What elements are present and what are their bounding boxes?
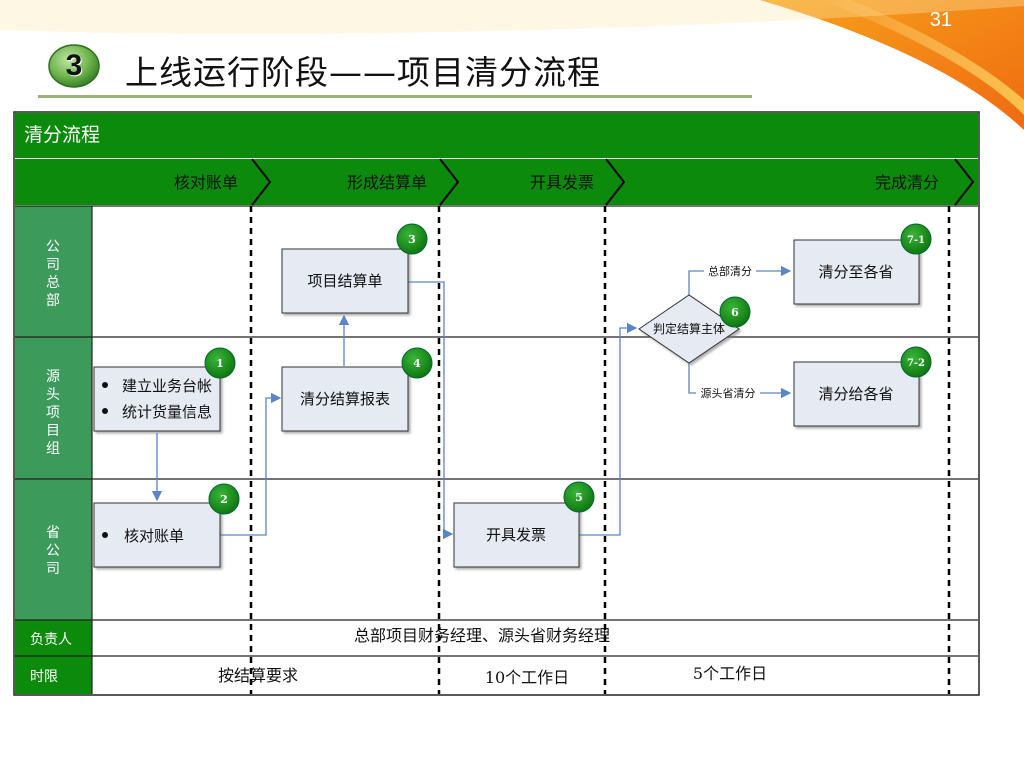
swimlane-diagram: 清分流程 核对账单 形成结算单 开具发票 完成清分 公 司 总 部 源 头 项 …	[13, 111, 980, 696]
owner-text: 总部项目财务经理、源头省财务经理	[354, 626, 610, 645]
box-5-label: 开具发票	[486, 526, 546, 544]
box-3	[281, 248, 409, 314]
step-badge-4	[401, 347, 433, 379]
connector-5-6	[579, 322, 638, 536]
lane-hq-char: 公	[46, 239, 60, 255]
box-1-item-1: 建立业务台帐	[122, 377, 212, 395]
page-number: 31	[929, 9, 952, 31]
box-4	[281, 366, 409, 432]
phase-chevron-2	[439, 158, 460, 206]
branch-label-source: 源头省清分	[701, 386, 756, 400]
process-box-shapes	[93, 239, 920, 568]
phase-label-1: 核对账单	[174, 173, 238, 192]
lane-hq-char: 司	[46, 257, 60, 273]
box-4-label: 清分结算报表	[300, 390, 390, 408]
phase-chevron-3	[605, 158, 626, 206]
bullet-dot	[102, 382, 108, 388]
deadline-1: 按结算要求	[218, 666, 298, 685]
badge-7-2-num: 7-2	[907, 358, 925, 369]
box-1-item-2: 统计货量信息	[122, 403, 212, 421]
bullet-dot	[102, 408, 108, 414]
step-badge-7-1	[900, 223, 932, 255]
badge-4-num: 4	[413, 357, 421, 370]
section-number: 3	[65, 49, 83, 82]
lane-label-source-team: 源 头 项 目 组	[46, 369, 60, 457]
badge-3-num: 3	[408, 233, 416, 246]
step-badge-1	[204, 347, 236, 379]
box-3-label: 项目结算单	[307, 272, 382, 290]
title-rule	[38, 95, 752, 98]
phase-label-4: 完成清分	[875, 173, 939, 192]
step-badge-6	[719, 296, 751, 328]
section-badge-shape	[48, 44, 100, 88]
lane-label-column	[15, 206, 92, 620]
lane-separators	[15, 205, 978, 694]
badge-7-1-num: 7-1	[907, 235, 925, 246]
badge-6-num: 6	[731, 306, 739, 319]
lane-prov-char: 公	[46, 543, 60, 559]
phase-chevron-4	[954, 158, 975, 206]
branch-label-bg	[704, 263, 756, 279]
lane-prov-char: 省	[46, 525, 60, 541]
badge-5-num: 5	[575, 491, 583, 504]
lane-src-char: 项	[46, 405, 60, 421]
lane-src-char: 组	[46, 441, 60, 457]
lane-src-char: 头	[46, 387, 60, 403]
connector-3-5	[408, 281, 454, 540]
bullet-dot	[102, 532, 108, 538]
phase-chevrons	[251, 158, 975, 206]
owner-label: 负责人	[30, 632, 72, 648]
box-7-2	[793, 361, 920, 427]
step-badge-7-2	[900, 346, 932, 378]
box-7-2-label: 清分给各省	[818, 385, 893, 403]
box-2-item: 核对账单	[124, 527, 184, 545]
header-band	[15, 113, 978, 158]
badge-2-num: 2	[220, 493, 228, 506]
deadline-label: 时限	[30, 669, 58, 685]
diagram-header-title: 清分流程	[24, 124, 100, 146]
phase-label-2: 形成结算单	[347, 173, 427, 192]
step-badge-2	[208, 483, 240, 515]
footer-label-column	[15, 620, 92, 694]
step-badge-3	[396, 223, 428, 255]
lane-label-province: 省 公 司	[46, 525, 60, 577]
phase-dividers	[249, 206, 951, 694]
phase-band	[15, 159, 978, 205]
lane-hq-char: 部	[46, 293, 60, 309]
box-5	[453, 502, 580, 568]
box-2	[93, 502, 221, 568]
phase-chevron-1	[251, 158, 272, 206]
branch-label-hq: 总部清分	[708, 264, 752, 278]
branch-label-bg	[696, 385, 760, 401]
step-badge-numbers: 1 2 3 4 5 6 7-1 7-2	[216, 233, 925, 506]
box-7-1-label: 清分至各省	[818, 263, 893, 281]
phase-label-3: 开具发票	[530, 173, 594, 192]
decision-label: 判定结算主体	[653, 321, 725, 336]
section-badge: 3	[48, 44, 100, 88]
lane-label-hq: 公 司 总 部	[46, 239, 60, 309]
lane-prov-char: 司	[46, 561, 60, 577]
step-badges	[204, 223, 932, 515]
deadline-3: 5个工作日	[693, 664, 767, 683]
box-7-1	[793, 239, 920, 305]
deadline-2: 10个工作日	[485, 668, 569, 687]
step-badge-5	[563, 481, 595, 513]
lane-src-char: 源	[46, 369, 60, 385]
connector-2-4	[220, 392, 282, 536]
box-1	[93, 366, 221, 432]
lane-src-char: 目	[46, 423, 60, 439]
page-title: 上线运行阶段——项目清分流程	[125, 53, 601, 92]
badge-1-num: 1	[216, 357, 224, 370]
connector-6-7-1	[688, 265, 792, 296]
decision-diamond	[638, 294, 740, 364]
lane-hq-char: 总	[46, 275, 60, 291]
